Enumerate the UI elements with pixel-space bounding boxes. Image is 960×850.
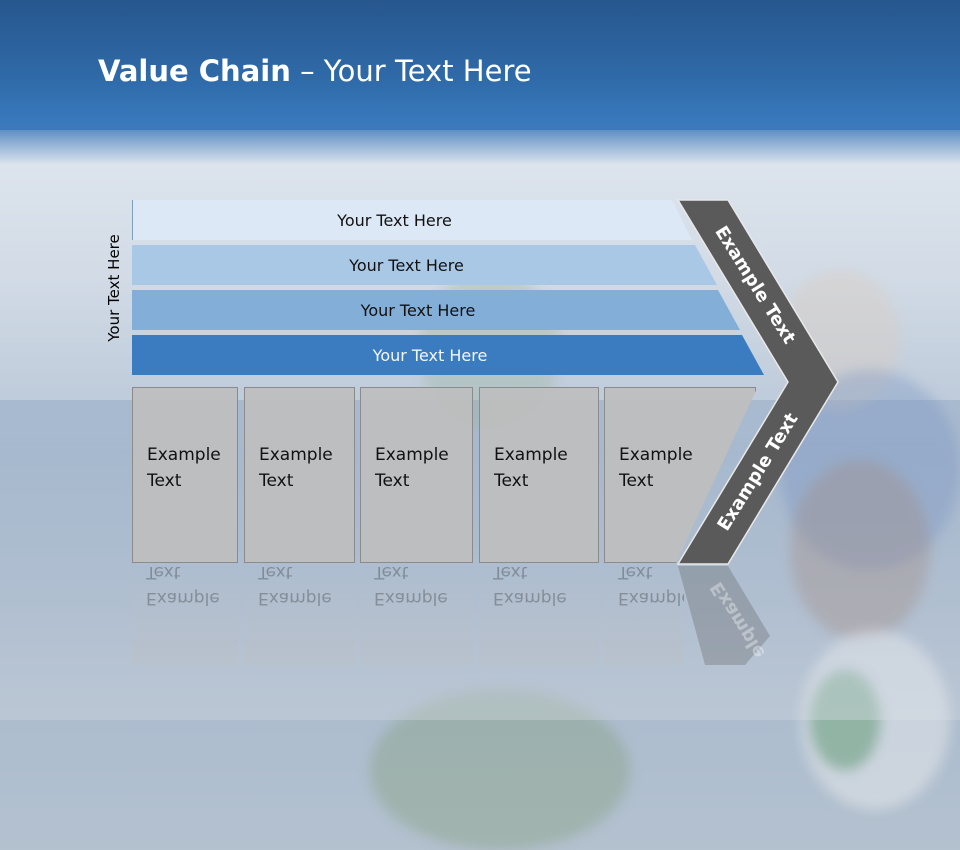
box-4-line1: Example xyxy=(494,445,568,465)
title-rest: – Your Text Here xyxy=(290,54,532,88)
chevron-shape xyxy=(676,199,839,565)
box-1-line1: Example xyxy=(147,445,221,465)
header-fade xyxy=(0,125,960,165)
box-4: Example Text xyxy=(479,387,599,563)
box-1-line2: Text xyxy=(147,471,182,491)
slide-title: Value Chain – Your Text Here xyxy=(98,54,532,88)
woman-face-shape xyxy=(790,460,930,640)
title-bold: Value Chain xyxy=(98,54,291,88)
box-4-line2: Text xyxy=(494,471,529,491)
bar-2: Your Text Here xyxy=(132,245,717,285)
bar-3: Your Text Here xyxy=(132,290,740,330)
header-band xyxy=(0,0,960,130)
bar-1: Your Text Here xyxy=(132,200,692,240)
chevron-arrow xyxy=(676,199,839,665)
bar-3-label: Your Text Here xyxy=(360,300,476,320)
box-3: Example Text xyxy=(360,387,473,563)
bar-4: Your Text Here xyxy=(132,335,764,375)
bar-2-label: Your Text Here xyxy=(349,255,464,275)
bar-4-label: Your Text Here xyxy=(372,345,488,365)
box-1: Example Text xyxy=(132,387,238,563)
box-5-line1: Example xyxy=(619,445,693,465)
box-3-line1: Example xyxy=(375,445,449,465)
box-2-line2: Text xyxy=(259,471,294,491)
box-2-line1: Example xyxy=(259,445,333,465)
bar-1-label: Your Text Here xyxy=(337,210,452,230)
chevron-reflection xyxy=(678,566,770,665)
box-5-line2: Text xyxy=(619,471,654,491)
box-3-line2: Text xyxy=(375,471,410,491)
box-2: Example Text xyxy=(244,387,355,563)
